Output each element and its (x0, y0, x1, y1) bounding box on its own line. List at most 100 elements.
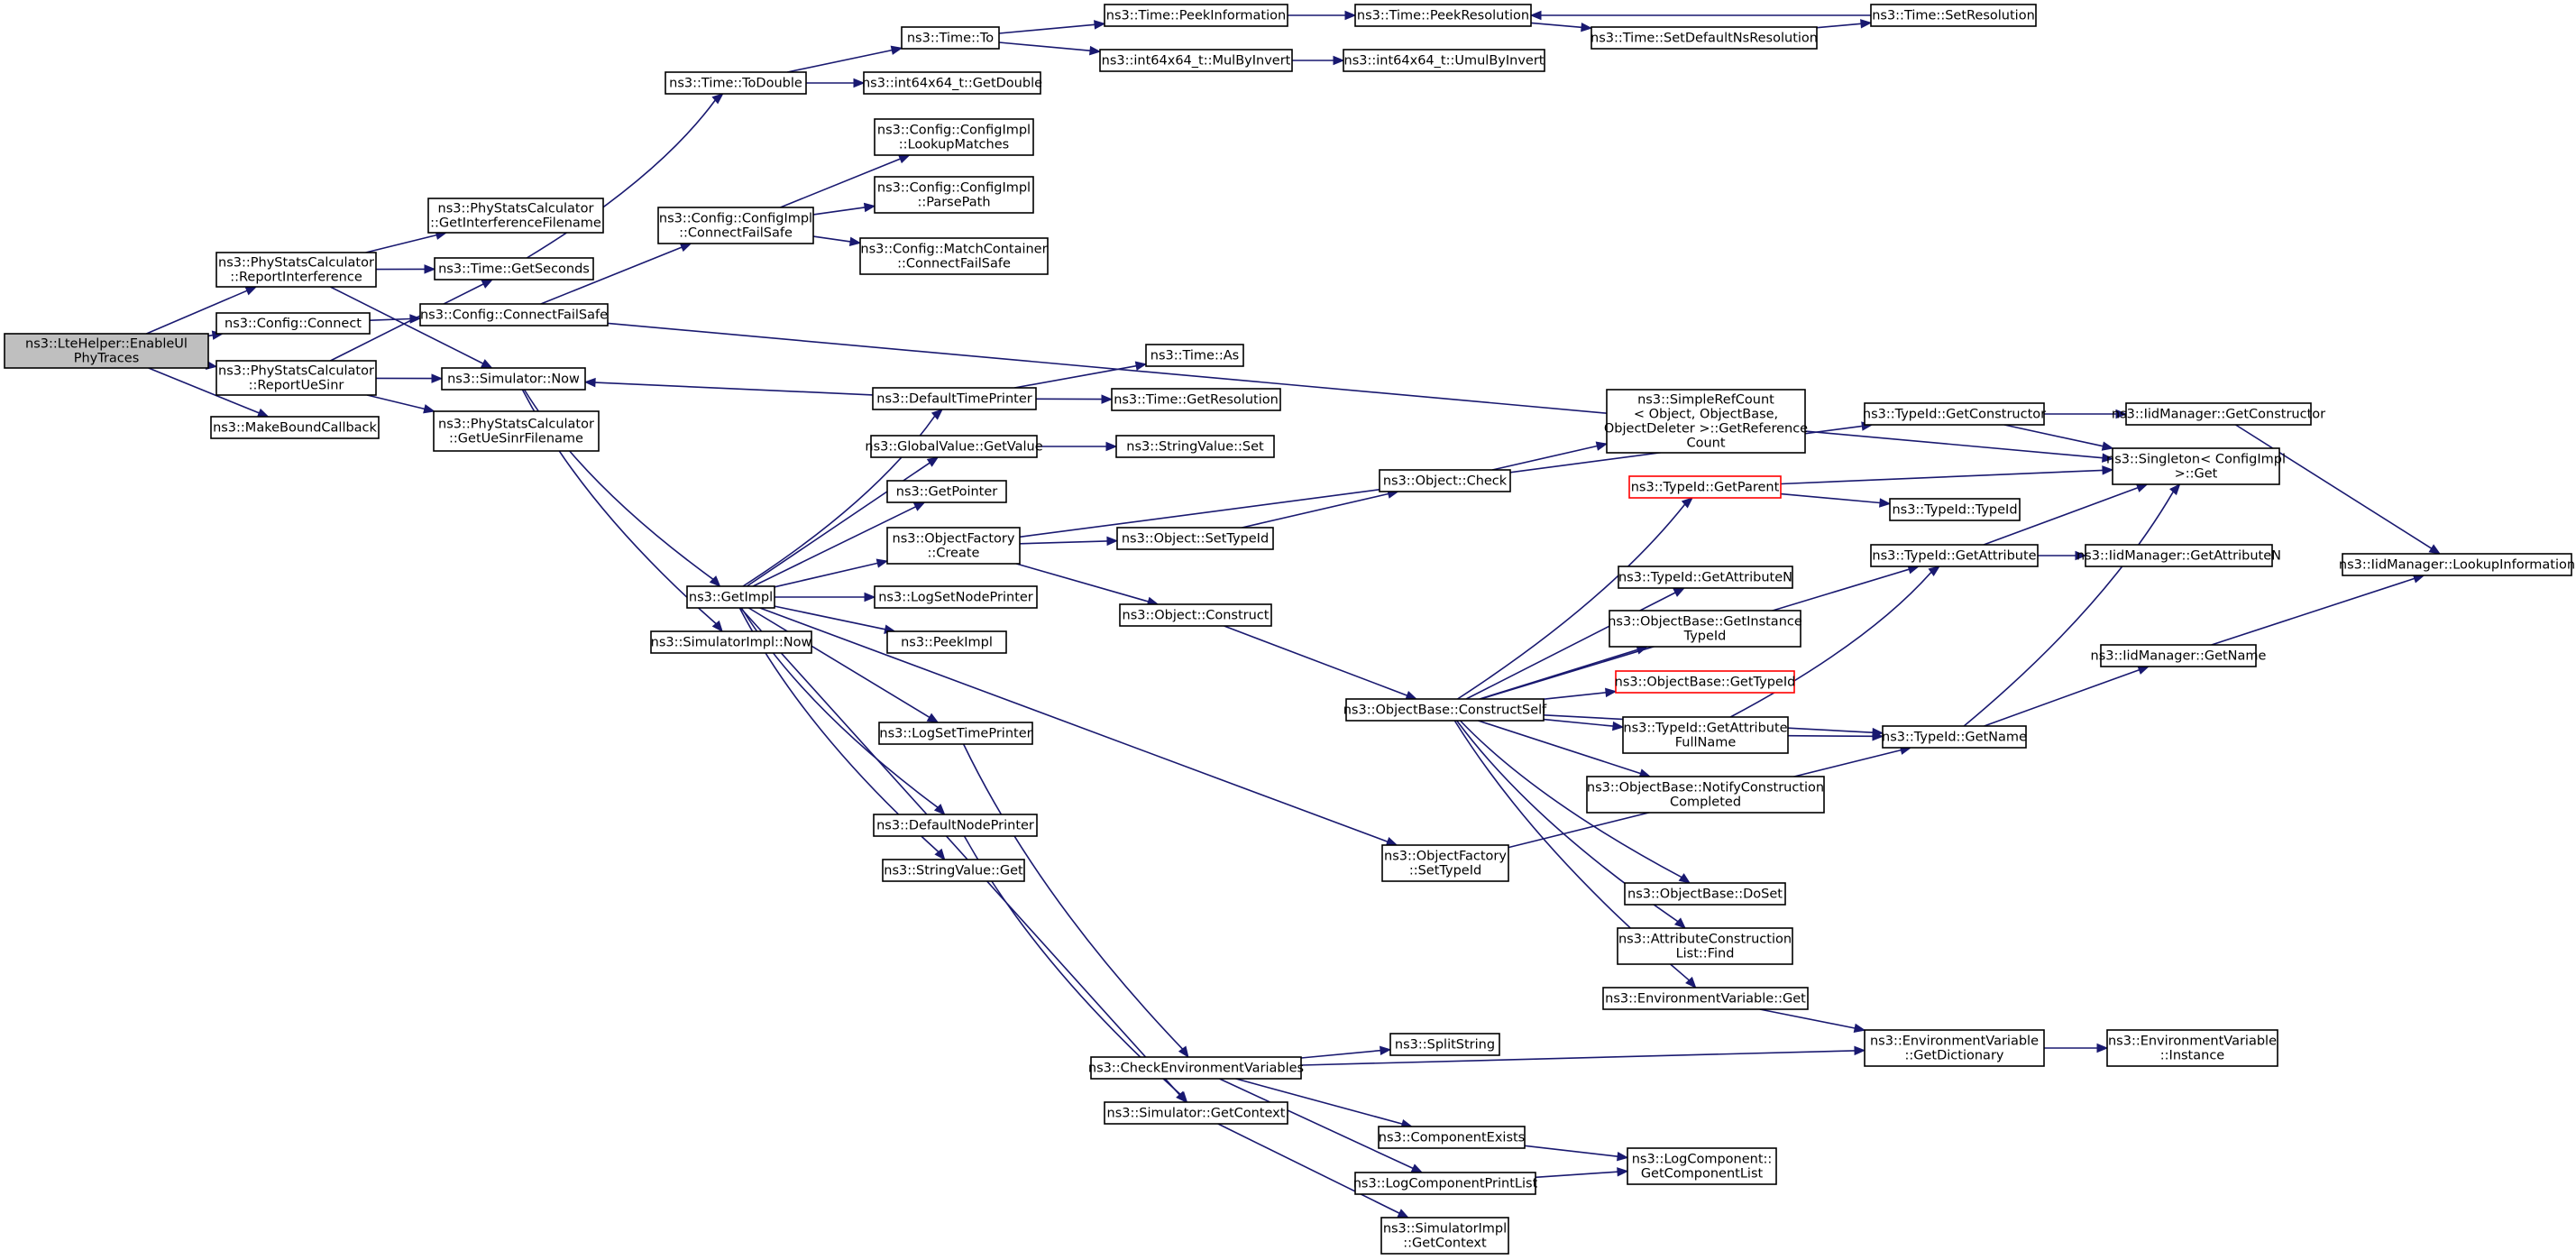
node-string-value-get[interactable]: ns3::StringValue::Get (882, 859, 1025, 882)
node-mul-by-invert[interactable]: ns3::int64x64_t::MulByInvert (1099, 49, 1293, 72)
arrowhead-icon (930, 409, 943, 420)
node-config-connect[interactable]: ns3::Config::Connect (215, 312, 371, 335)
node-box (1354, 4, 1532, 27)
node-env-var-get[interactable]: ns3::EnvironmentVariable::Get (1602, 987, 1809, 1010)
node-singleton-get[interactable]: ns3::Singleton< ConfigImpl >::Get (2106, 447, 2286, 485)
arrowhead-icon (1854, 1045, 1866, 1056)
node-type-id-get-name[interactable]: ns3::TypeId::GetName (1882, 725, 2027, 749)
node-peek-impl[interactable]: ns3::PeekImpl (886, 630, 1007, 654)
node-iid-get-name[interactable]: ns3::IidManager::GetName (2091, 644, 2267, 667)
node-split-string[interactable]: ns3::SplitString (1389, 1033, 1500, 1056)
node-notify-construction-completed[interactable]: ns3::ObjectBase::NotifyConstructionCompl… (1586, 776, 1825, 814)
node-check-env-vars[interactable]: ns3::CheckEnvironmentVariables (1088, 1056, 1304, 1080)
node-time-peek-resolution[interactable]: ns3::Time::PeekResolution (1354, 4, 1532, 27)
node-string-value-set[interactable]: ns3::StringValue::Set (1115, 435, 1275, 458)
node-config-connect-fail-safe[interactable]: ns3::Config::ConnectFailSafe (419, 303, 609, 326)
node-object-factory-create[interactable]: ns3::ObjectFactory::Create (886, 527, 1021, 565)
arrowhead-icon (1879, 498, 1892, 508)
node-time-set-resolution[interactable]: ns3::Time::SetResolution (1870, 4, 2037, 27)
node-get-ue-sinr-filename[interactable]: ns3::PhyStatsCalculator::GetUeSinrFilena… (433, 410, 600, 452)
node-label: ns3::EnvironmentVariable::Get (1605, 991, 1806, 1006)
call-edge (962, 743, 1184, 1050)
node-box (886, 630, 1007, 654)
arrowhead-icon (1678, 873, 1691, 884)
node-type-id-get-constructor[interactable]: ns3::TypeId::GetConstructor (1863, 402, 2046, 426)
node-get-component-list[interactable]: ns3::LogComponent::GetComponentList (1627, 1147, 1777, 1185)
node-object-factory-set-type-id[interactable]: ns3::ObjectFactory::SetTypeId (1381, 844, 1509, 882)
node-log-set-node-printer[interactable]: ns3::LogSetNodePrinter (874, 585, 1038, 609)
node-time-get-resolution[interactable]: ns3::Time::GetResolution (1111, 388, 1281, 411)
node-simple-ref-count[interactable]: ns3::SimpleRefCount< Object, ObjectBase,… (1604, 389, 1808, 454)
node-log-set-time-printer[interactable]: ns3::LogSetTimePrinter (878, 722, 1033, 745)
node-umul-by-invert[interactable]: ns3::int64x64_t::UmulByInvert (1343, 49, 1545, 72)
node-box (2125, 402, 2312, 426)
node-label: ns3::Time::SetDefaultNsResolution (1591, 31, 1818, 45)
node-box (873, 814, 1038, 837)
arrowhead-icon (2102, 453, 2114, 463)
node-int64-get-double[interactable]: ns3::int64x64_t::GetDouble (862, 71, 1042, 95)
node-iid-lookup-information[interactable]: ns3::IidManager::LookupInformation (2339, 553, 2575, 576)
node-object-base-get-type-id[interactable]: ns3::ObjectBase::GetTypeId (1615, 670, 1796, 694)
arrowhead-icon (848, 236, 862, 246)
node-type-id-get-parent[interactable]: ns3::TypeId::GetParent (1628, 475, 1782, 499)
call-edge (365, 234, 437, 253)
node-object-base-do-set[interactable]: ns3::ObjectBase::DoSet (1624, 882, 1786, 906)
node-lookup-matches[interactable]: ns3::Config::ConfigImpl::LookupMatches (874, 118, 1034, 156)
node-match-container-connect-fail-safe[interactable]: ns3::Config::MatchContainer::ConnectFail… (859, 237, 1049, 275)
node-iid-get-attribute-n[interactable]: ns3::IidManager::GetAttributeN (2076, 544, 2281, 567)
node-box (419, 303, 609, 326)
node-component-exists[interactable]: ns3::ComponentExists (1378, 1126, 1526, 1149)
node-object-construct[interactable]: ns3::Object::Construct (1119, 603, 1272, 627)
node-config-impl-connect-fail-safe[interactable]: ns3::Config::ConfigImpl::ConnectFailSafe (657, 207, 814, 244)
node-env-var-instance[interactable]: ns3::EnvironmentVariable::Instance (2106, 1029, 2278, 1067)
node-label: ns3::LogSetTimePrinter (879, 726, 1031, 740)
node-set-default-ns-resolution[interactable]: ns3::Time::SetDefaultNsResolution (1591, 26, 1818, 50)
node-env-var-get-dictionary[interactable]: ns3::EnvironmentVariable::GetDictionary (1864, 1029, 2045, 1067)
node-time-as[interactable]: ns3::Time::As (1145, 344, 1244, 367)
call-edge (540, 246, 683, 305)
node-box (1591, 26, 1818, 50)
node-make-bound-callback[interactable]: ns3::MakeBoundCallback (210, 416, 380, 439)
node-type-id-type-id[interactable]: ns3::TypeId::TypeId (1889, 498, 2021, 521)
node-simulator-impl-get-context[interactable]: ns3::SimulatorImpl::GetContext (1380, 1217, 1509, 1255)
node-report-interference[interactable]: ns3::PhyStatsCalculator::ReportInterfere… (215, 252, 377, 288)
node-get-impl[interactable]: ns3::GetImpl (686, 585, 775, 609)
node-object-set-type-id[interactable]: ns3::Object::SetTypeId (1116, 527, 1274, 550)
node-time-peek-information[interactable]: ns3::Time::PeekInformation (1104, 4, 1288, 27)
node-type-id-get-attribute-n[interactable]: ns3::TypeId::GetAttributeN (1618, 566, 1793, 589)
node-default-time-printer[interactable]: ns3::DefaultTimePrinter (872, 387, 1037, 410)
node-simulator-now[interactable]: ns3::Simulator::Now (441, 367, 586, 391)
node-parse-path[interactable]: ns3::Config::ConfigImpl::ParsePath (874, 176, 1034, 214)
node-log-component-print-list[interactable]: ns3::LogComponentPrintList (1353, 1172, 1538, 1195)
call-edge (1983, 487, 2139, 546)
node-time-get-seconds[interactable]: ns3::Time::GetSeconds (434, 257, 594, 281)
arrowhead-icon (2135, 483, 2149, 492)
node-get-interference-filename[interactable]: ns3::PhyStatsCalculator::GetInterference… (427, 198, 604, 234)
node-label: ns3::DefaultNodePrinter (876, 818, 1034, 832)
arrowhead-icon (1101, 394, 1114, 404)
node-default-node-printer[interactable]: ns3::DefaultNodePrinter (873, 814, 1038, 837)
node-box (1104, 1101, 1288, 1125)
node-time-to-double[interactable]: ns3::Time::ToDouble (665, 71, 807, 95)
node-time-to[interactable]: ns3::Time::To (901, 26, 1000, 50)
node-object-check[interactable]: ns3::Object::Check (1379, 469, 1511, 492)
call-edge (366, 394, 425, 410)
node-box (886, 480, 1007, 503)
node-box (1116, 527, 1274, 550)
node-simulator-impl-now[interactable]: ns3::SimulatorImpl::Now (650, 630, 812, 654)
node-global-value-get-value[interactable]: ns3::GlobalValue::GetValue (865, 435, 1043, 458)
node-get-pointer[interactable]: ns3::GetPointer (886, 480, 1007, 503)
call-edge (1530, 22, 1582, 29)
node-construct-self[interactable]: ns3::ObjectBase::ConstructSelf (1343, 698, 1547, 722)
arrowhead-icon (1595, 441, 1609, 451)
node-simulator-get-context[interactable]: ns3::Simulator::GetContext (1104, 1101, 1288, 1125)
node-iid-get-constructor[interactable]: ns3::IidManager::GetConstructor (2112, 402, 2325, 426)
node-report-ue-sinr[interactable]: ns3::PhyStatsCalculator::ReportUeSinr (215, 360, 377, 396)
node-box (434, 257, 594, 281)
arrowhead-icon (1094, 20, 1106, 30)
node-type-id-get-attribute[interactable]: ns3::TypeId::GetAttribute (1870, 544, 2039, 567)
